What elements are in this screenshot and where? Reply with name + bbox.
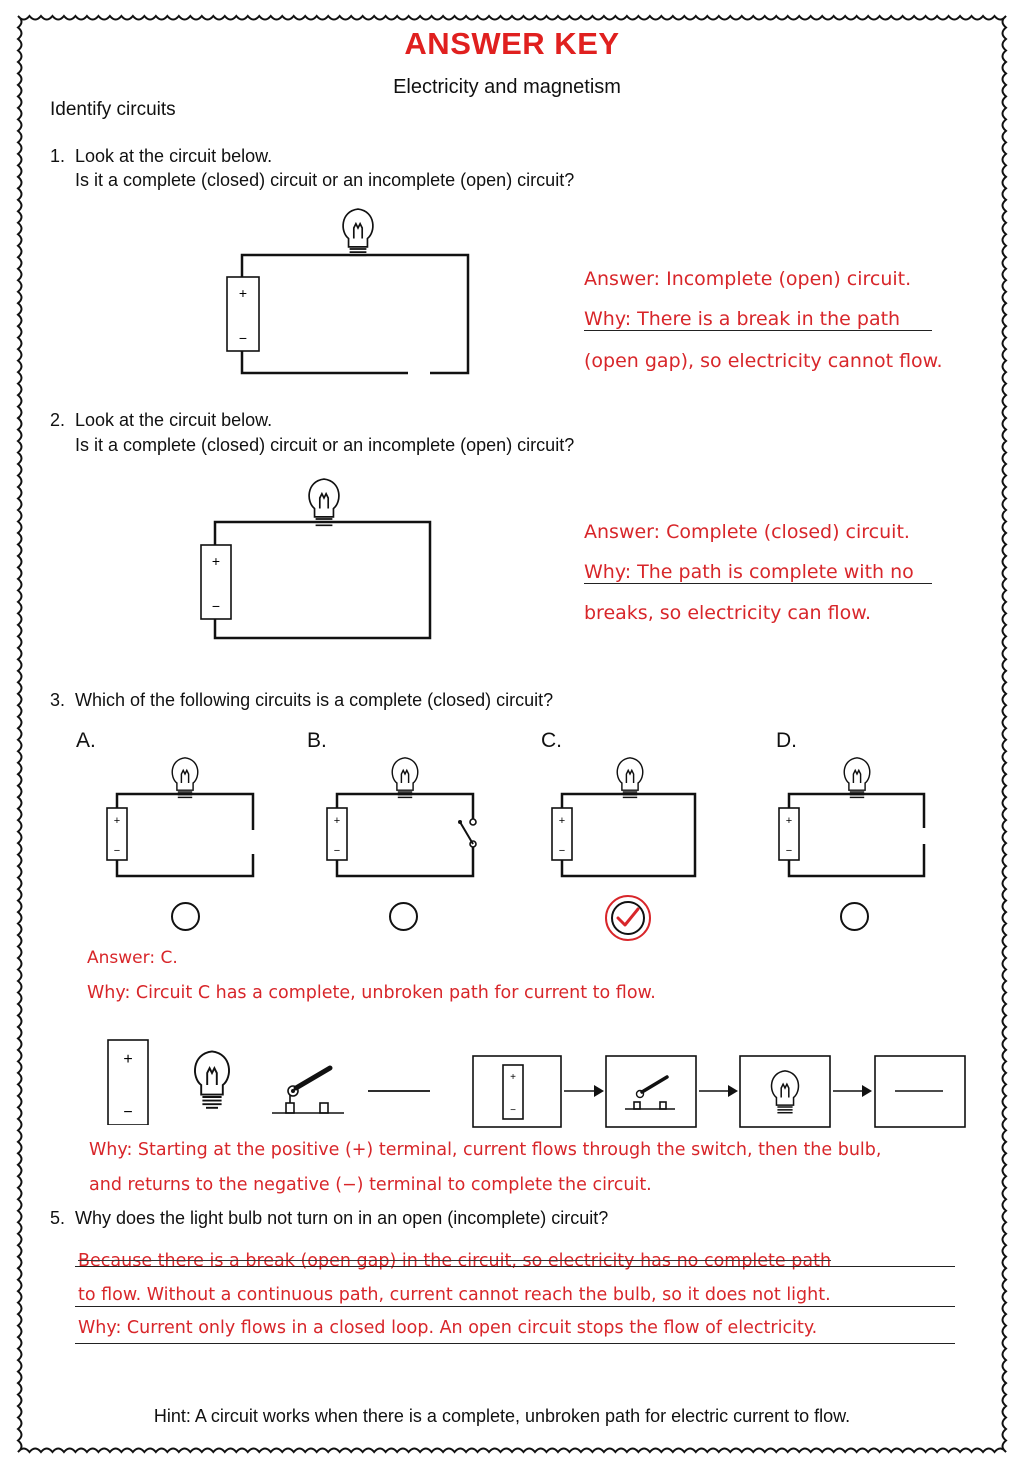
q1-battery-minus: − [239,330,247,346]
checkmark-icon [616,907,640,927]
option-d-circuit: + − [778,757,926,878]
q2-answer: Answer: Complete (closed) circuit. [584,521,910,543]
component-battery-icon: + − [107,1039,149,1125]
option-a-battery-plus: + [114,815,120,827]
option-c-battery-plus: + [559,815,565,827]
option-a-battery-minus: − [114,845,120,857]
q3-answer: Answer: C. [87,948,178,968]
option-d-bulb-icon [843,757,871,799]
q4-why-line2: and returns to the negative (−) terminal… [89,1175,652,1195]
q2-circuit-diagram: + − [200,478,432,640]
option-d-label: D. [776,729,797,752]
q2-line1: Look at the circuit below. [75,410,273,430]
q4-why-line1: Why: Starting at the positive (+) termin… [89,1140,882,1160]
option-c-circuit: + − [551,757,697,878]
option-c-radio-checked[interactable] [603,893,653,943]
option-b-radio[interactable] [389,902,418,931]
q3-number: 3. [50,690,66,710]
option-a-radio[interactable] [171,902,200,931]
option-d-battery-minus: − [786,845,792,857]
border-path [16,14,1008,1454]
q5-question: Why does the light bulb not turn on in a… [75,1208,609,1228]
sequence-battery-plus: + [510,1072,516,1083]
option-c-battery-minus: − [559,845,565,857]
q1-battery-plus: + [239,285,247,301]
q5-answer-line3: Why: Current only flows in a closed loop… [78,1318,818,1338]
component-battery-minus: − [123,1104,132,1121]
q5-rule-1 [75,1266,955,1267]
q5-answer-line1: Because there is a break (open gap) in t… [78,1251,832,1271]
arrow-icon [862,1085,872,1097]
page-subtitle: Electricity and magnetism [393,76,621,98]
arrow-icon [594,1085,604,1097]
q2-why-line1: Why: The path is complete with no [584,561,932,584]
q2-line2: Is it a complete (closed) circuit or an … [75,435,575,455]
option-a-bulb-icon [171,757,199,799]
option-a-circuit: + − [106,757,255,878]
sequence-battery-icon: + − [502,1064,524,1120]
q1-why-line2: (open gap), so electricity cannot flow. [584,350,943,372]
q2-battery-plus: + [212,553,220,569]
sequence-battery-minus: − [510,1105,516,1116]
arrow-icon [728,1085,738,1097]
option-c-bulb-icon [616,757,644,799]
q5-rule-2 [75,1306,955,1307]
option-b-label: B. [307,729,327,752]
component-switch-icon [272,1065,344,1114]
option-a-label: A. [76,729,96,752]
q5-rule-3 [75,1343,955,1344]
q2-battery-minus: − [212,598,220,614]
q4-sequence: + − [472,1055,966,1128]
component-bulb-icon [194,1050,230,1109]
sequence-bulb-icon [770,1070,800,1114]
q2-number: 2. [50,410,66,430]
section-heading: Identify circuits [50,99,176,120]
q1-why-line1: Why: There is a break in the path [584,308,932,331]
q2-why-line2: breaks, so electricity can flow. [584,602,872,624]
option-d-battery-plus: + [786,815,792,827]
hint-text: Hint: A circuit works when there is a co… [153,1406,851,1426]
q1-bulb-icon [342,208,374,257]
option-c-label: C. [541,729,562,752]
component-battery-plus: + [123,1051,132,1068]
q2-bulb-icon [308,478,340,527]
option-d-radio[interactable] [840,902,869,931]
q1-line2: Is it a complete (closed) circuit or an … [75,170,575,190]
q4-components-row: + − [107,1039,430,1125]
q5-answer-line2: to flow. Without a continuous path, curr… [78,1285,831,1305]
q1-number: 1. [50,146,66,166]
q1-answer: Answer: Incomplete (open) circuit. [584,268,912,290]
option-b-battery-plus: + [334,815,340,827]
option-b-bulb-icon [391,757,419,799]
option-b-switch-icon [458,818,477,848]
q3-question: Which of the following circuits is a com… [75,690,554,710]
q1-line1: Look at the circuit below. [75,146,273,166]
q5-number: 5. [50,1208,66,1228]
sequence-switch-icon [625,1075,675,1110]
q1-circuit-diagram: + − [226,208,470,375]
q3-why: Why: Circuit C has a complete, unbroken … [87,983,656,1003]
page-title: ANSWER KEY [404,26,620,61]
option-b-battery-minus: − [334,845,340,857]
option-b-circuit: + − [326,757,477,878]
